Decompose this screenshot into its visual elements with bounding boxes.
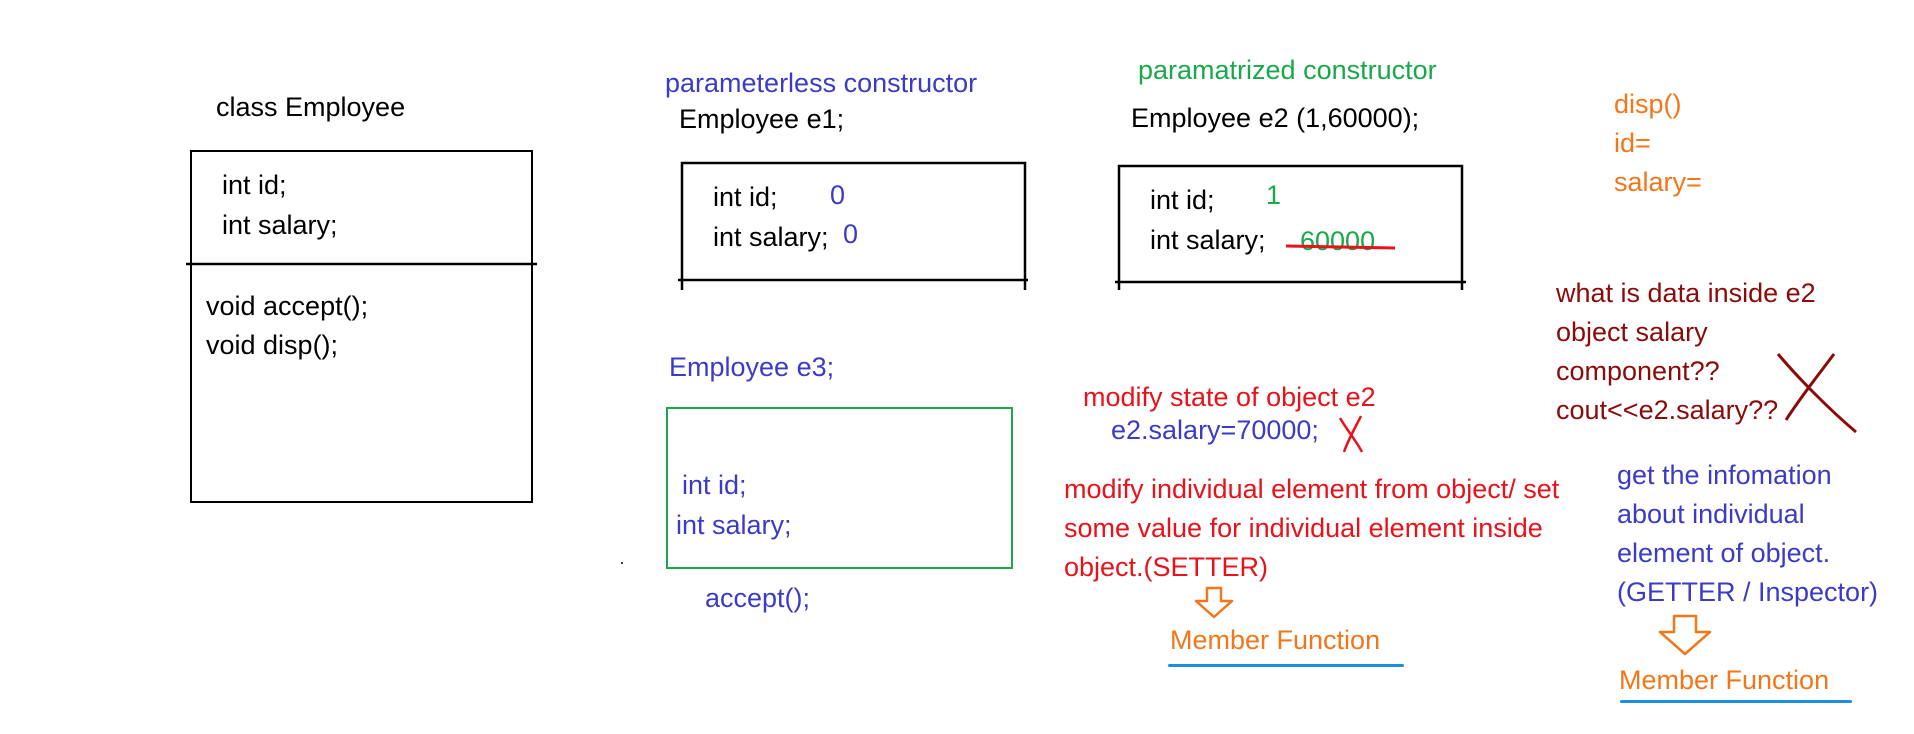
getter-question-2: object salary [1556,317,1708,347]
getter-line-4: (GETTER / Inspector) [1617,577,1879,607]
disp-line-2: id= [1614,128,1651,158]
setter-result-underline [1168,664,1404,667]
class-box [190,150,533,503]
stray-dot [621,562,623,564]
e1-value-id: 0 [830,180,846,210]
e1-declaration: Employee e1; [679,104,845,134]
class-method-disp: void disp(); [206,330,339,360]
e1-value-salary: 0 [843,219,859,249]
getter-question-3: component?? [1556,356,1720,386]
e1-field-id: int id; [713,182,778,212]
e3-field-salary: int salary; [676,510,792,540]
setter-code: e2.salary=70000; [1111,415,1319,445]
e3-object-box [666,407,1013,569]
getter-line-2: about individual [1617,499,1805,529]
e2-declaration: Employee e2 (1,60000); [1131,103,1420,133]
e3-declaration: Employee e3; [669,352,835,382]
getter-line-3: element of object. [1617,538,1831,568]
e2-field-salary: int salary; [1150,225,1266,255]
e2-heading: paramatrized constructor [1138,55,1437,85]
setter-heading: modify state of object e2 [1083,382,1376,412]
class-attr-id: int id; [222,170,287,200]
e3-call: accept(); [705,583,811,613]
disp-line-1: disp() [1614,89,1682,119]
setter-line-3: object.(SETTER) [1064,552,1269,582]
getter-result-underline [1620,700,1852,703]
e2-value-id: 1 [1266,180,1282,210]
e1-field-salary: int salary; [713,222,829,252]
getter-question-1: what is data inside e2 [1556,278,1816,308]
class-method-accept: void accept(); [206,291,369,321]
getter-question-4: cout<<e2.salary?? [1556,395,1779,425]
e2-value-salary: 60000 [1300,226,1376,256]
setter-result: Member Function [1170,625,1381,655]
setter-line-2: some value for individual element inside [1064,513,1543,543]
setter-line-1: modify individual element from object/ s… [1064,474,1560,504]
getter-result: Member Function [1619,665,1830,695]
class-attr-salary: int salary; [222,210,338,240]
class-title: class Employee [216,92,406,122]
e1-heading: parameterless constructor [665,68,978,98]
e3-field-id: int id; [682,470,747,500]
disp-line-3: salary= [1614,167,1702,197]
e2-field-id: int id; [1150,185,1215,215]
getter-line-1: get the infomation [1617,460,1832,490]
